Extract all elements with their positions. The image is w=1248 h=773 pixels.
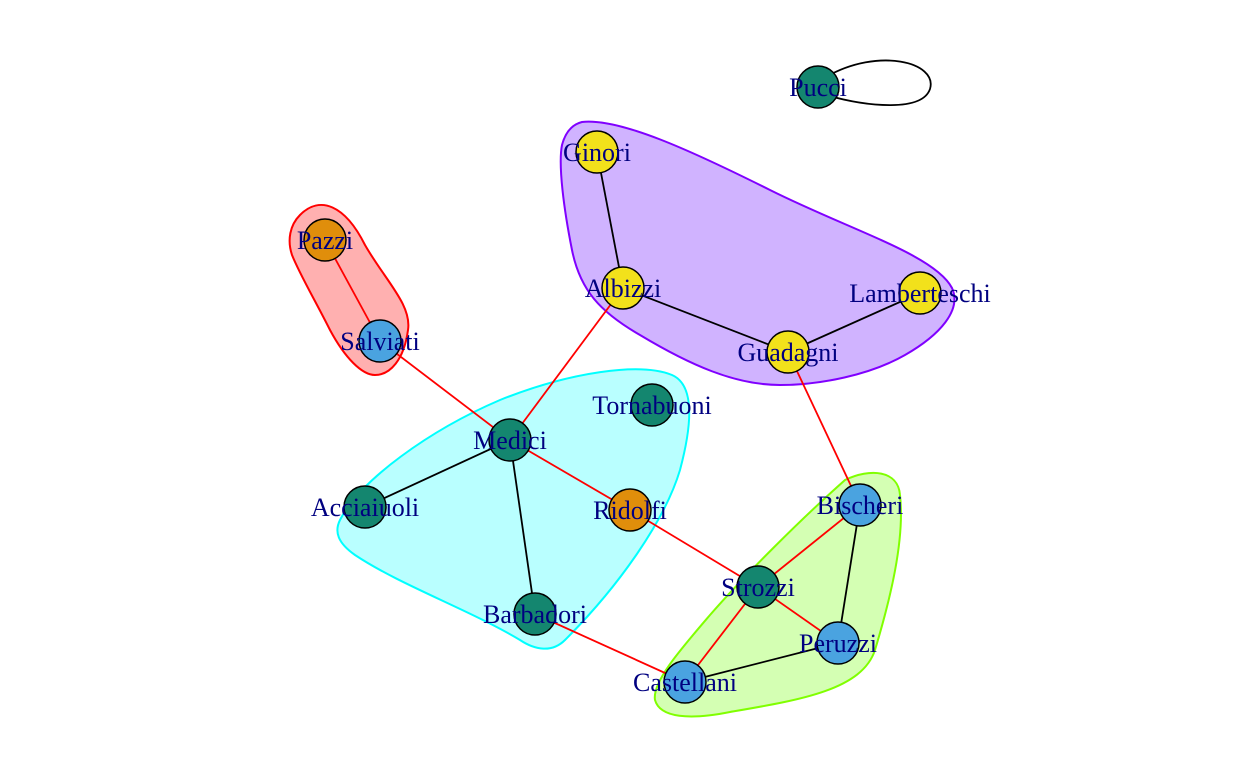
- node-label-bischeri: Bischeri: [817, 491, 904, 520]
- edge-pucci-pucci: [825, 59, 932, 107]
- node-label-barbadori: Barbadori: [483, 600, 587, 629]
- node-label-tornabuoni: Tornabuoni: [592, 391, 712, 420]
- edge-medici-acciaiuoli: [364, 439, 511, 508]
- node-castellani[interactable]: [663, 660, 707, 704]
- node-bischeri[interactable]: [838, 483, 882, 527]
- node-pazzi[interactable]: [303, 218, 347, 262]
- edge-ginori-albizzi: [596, 151, 624, 289]
- node-pucci[interactable]: [796, 65, 840, 109]
- node-tornabuoni[interactable]: [630, 383, 674, 427]
- node-label-castellani: Castellani: [633, 668, 737, 697]
- edge-albizzi-guadagni: [622, 287, 789, 353]
- node-medici[interactable]: [488, 418, 532, 462]
- node-guadagni[interactable]: [766, 330, 810, 374]
- network-nodes: [303, 65, 942, 704]
- edge-guadagni-bischeri: [787, 351, 861, 506]
- node-label-lamberteschi: Lamberteschi: [849, 279, 991, 308]
- node-label-acciaiuoli: Acciaiuoli: [311, 493, 419, 522]
- node-label-pazzi: Pazzi: [297, 226, 353, 255]
- node-label-pucci: Pucci: [789, 73, 847, 102]
- node-strozzi[interactable]: [736, 565, 780, 609]
- node-label-ridolfi: Ridolfi: [593, 496, 667, 525]
- node-acciaiuoli[interactable]: [343, 485, 387, 529]
- edge-barbadori-castellani: [534, 613, 686, 683]
- node-peruzzi[interactable]: [816, 621, 860, 665]
- node-salviati[interactable]: [358, 319, 402, 363]
- community-hull-guadagni-group: [559, 120, 956, 387]
- node-label-strozzi: Strozzi: [721, 573, 795, 602]
- edge-bischeri-peruzzi: [837, 504, 861, 644]
- node-ridolfi[interactable]: [608, 488, 652, 532]
- edge-guadagni-lamberteschi: [787, 292, 921, 353]
- edge-medici-barbadori: [509, 439, 536, 615]
- node-label-medici: Medici: [473, 426, 547, 455]
- node-label-guadagni: Guadagni: [737, 338, 838, 367]
- edge-peruzzi-castellani: [684, 642, 839, 683]
- edge-salviati-medici: [379, 340, 511, 441]
- node-barbadori[interactable]: [513, 592, 557, 636]
- node-label-ginori: Ginori: [563, 138, 631, 167]
- edge-ridolfi-strozzi: [629, 509, 759, 588]
- edge-albizzi-medici: [509, 287, 624, 441]
- node-ginori[interactable]: [575, 130, 619, 174]
- community-hull-medici-group: [336, 368, 691, 650]
- node-albizzi[interactable]: [601, 266, 645, 310]
- node-label-salviati: Salviati: [340, 327, 419, 356]
- node-label-albizzi: Albizzi: [585, 274, 662, 303]
- node-label-peruzzi: Peruzzi: [799, 629, 877, 658]
- node-lamberteschi[interactable]: [898, 271, 942, 315]
- edge-medici-ridolfi: [509, 439, 631, 511]
- edge-bischeri-strozzi: [757, 504, 861, 588]
